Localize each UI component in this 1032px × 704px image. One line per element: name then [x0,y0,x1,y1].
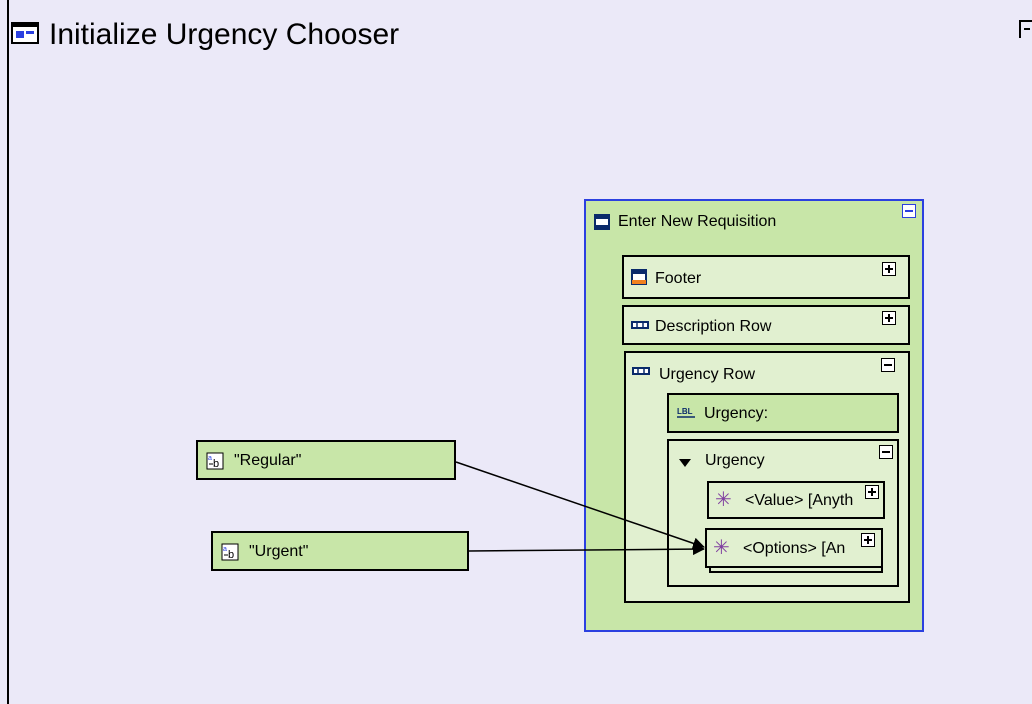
row-icon [631,318,649,337]
collapse-corner-toggle[interactable] [1019,20,1032,38]
page-title: Initialize Urgency Chooser [11,18,399,52]
expand-toggle[interactable] [882,262,896,276]
urgency-chooser-node[interactable]: Urgency ✳ <Value> [Anyth ✳ <Options> [An [667,439,899,587]
canvas-left-border [7,0,9,704]
window-icon [11,21,41,47]
footer-label: Footer [655,270,702,287]
text-literal-icon: a b [221,543,239,566]
collapse-toggle[interactable] [902,204,916,218]
svg-text:LBL: LBL [677,407,693,416]
options-port[interactable]: ✳ <Options> [An [705,528,883,568]
panel-icon [594,214,610,235]
urgency-row-node[interactable]: Urgency Row LBL Urgency: [624,351,910,603]
source-node-urgent[interactable]: a b "Urgent" [211,531,469,571]
collapse-toggle[interactable] [879,445,893,459]
footer-node[interactable]: Footer [622,255,910,299]
panel-icon [631,269,647,290]
source-node-label: "Urgent" [249,543,309,560]
urgency-row-label: Urgency Row [659,366,756,383]
svg-text:a: a [223,546,227,553]
page-title-text: Initialize Urgency Chooser [49,18,400,51]
expand-toggle[interactable] [861,533,875,547]
description-row-label: Description Row [655,318,772,335]
value-port-label: <Value> [Anyth [745,492,854,509]
asterisk-icon: ✳ [715,489,732,511]
dropdown-triangle-icon [678,455,692,473]
label-icon: LBL [676,405,696,426]
urgency-label-node[interactable]: LBL Urgency: [667,393,899,433]
urgency-label-text: Urgency: [704,405,769,422]
value-port[interactable]: ✳ <Value> [Anyth [707,481,885,519]
text-literal-icon: a b [206,452,224,475]
description-row-node[interactable]: Description Row [622,305,910,345]
expand-toggle[interactable] [865,485,879,499]
options-port-label: <Options> [An [743,540,846,557]
source-node-label: "Regular" [234,452,302,469]
svg-text:a: a [208,455,212,462]
form-node-title: Enter New Requisition [618,213,777,230]
collapse-toggle[interactable] [881,358,895,372]
row-icon [632,364,650,383]
source-node-regular[interactable]: a b "Regular" [196,440,456,480]
svg-text:b: b [228,549,234,561]
urgency-chooser-label: Urgency [705,452,765,469]
asterisk-icon: ✳ [713,537,730,559]
form-node-enter-new-requisition[interactable]: Enter New Requisition Footer [584,199,924,632]
svg-text:b: b [213,458,219,470]
expand-toggle[interactable] [882,311,896,325]
